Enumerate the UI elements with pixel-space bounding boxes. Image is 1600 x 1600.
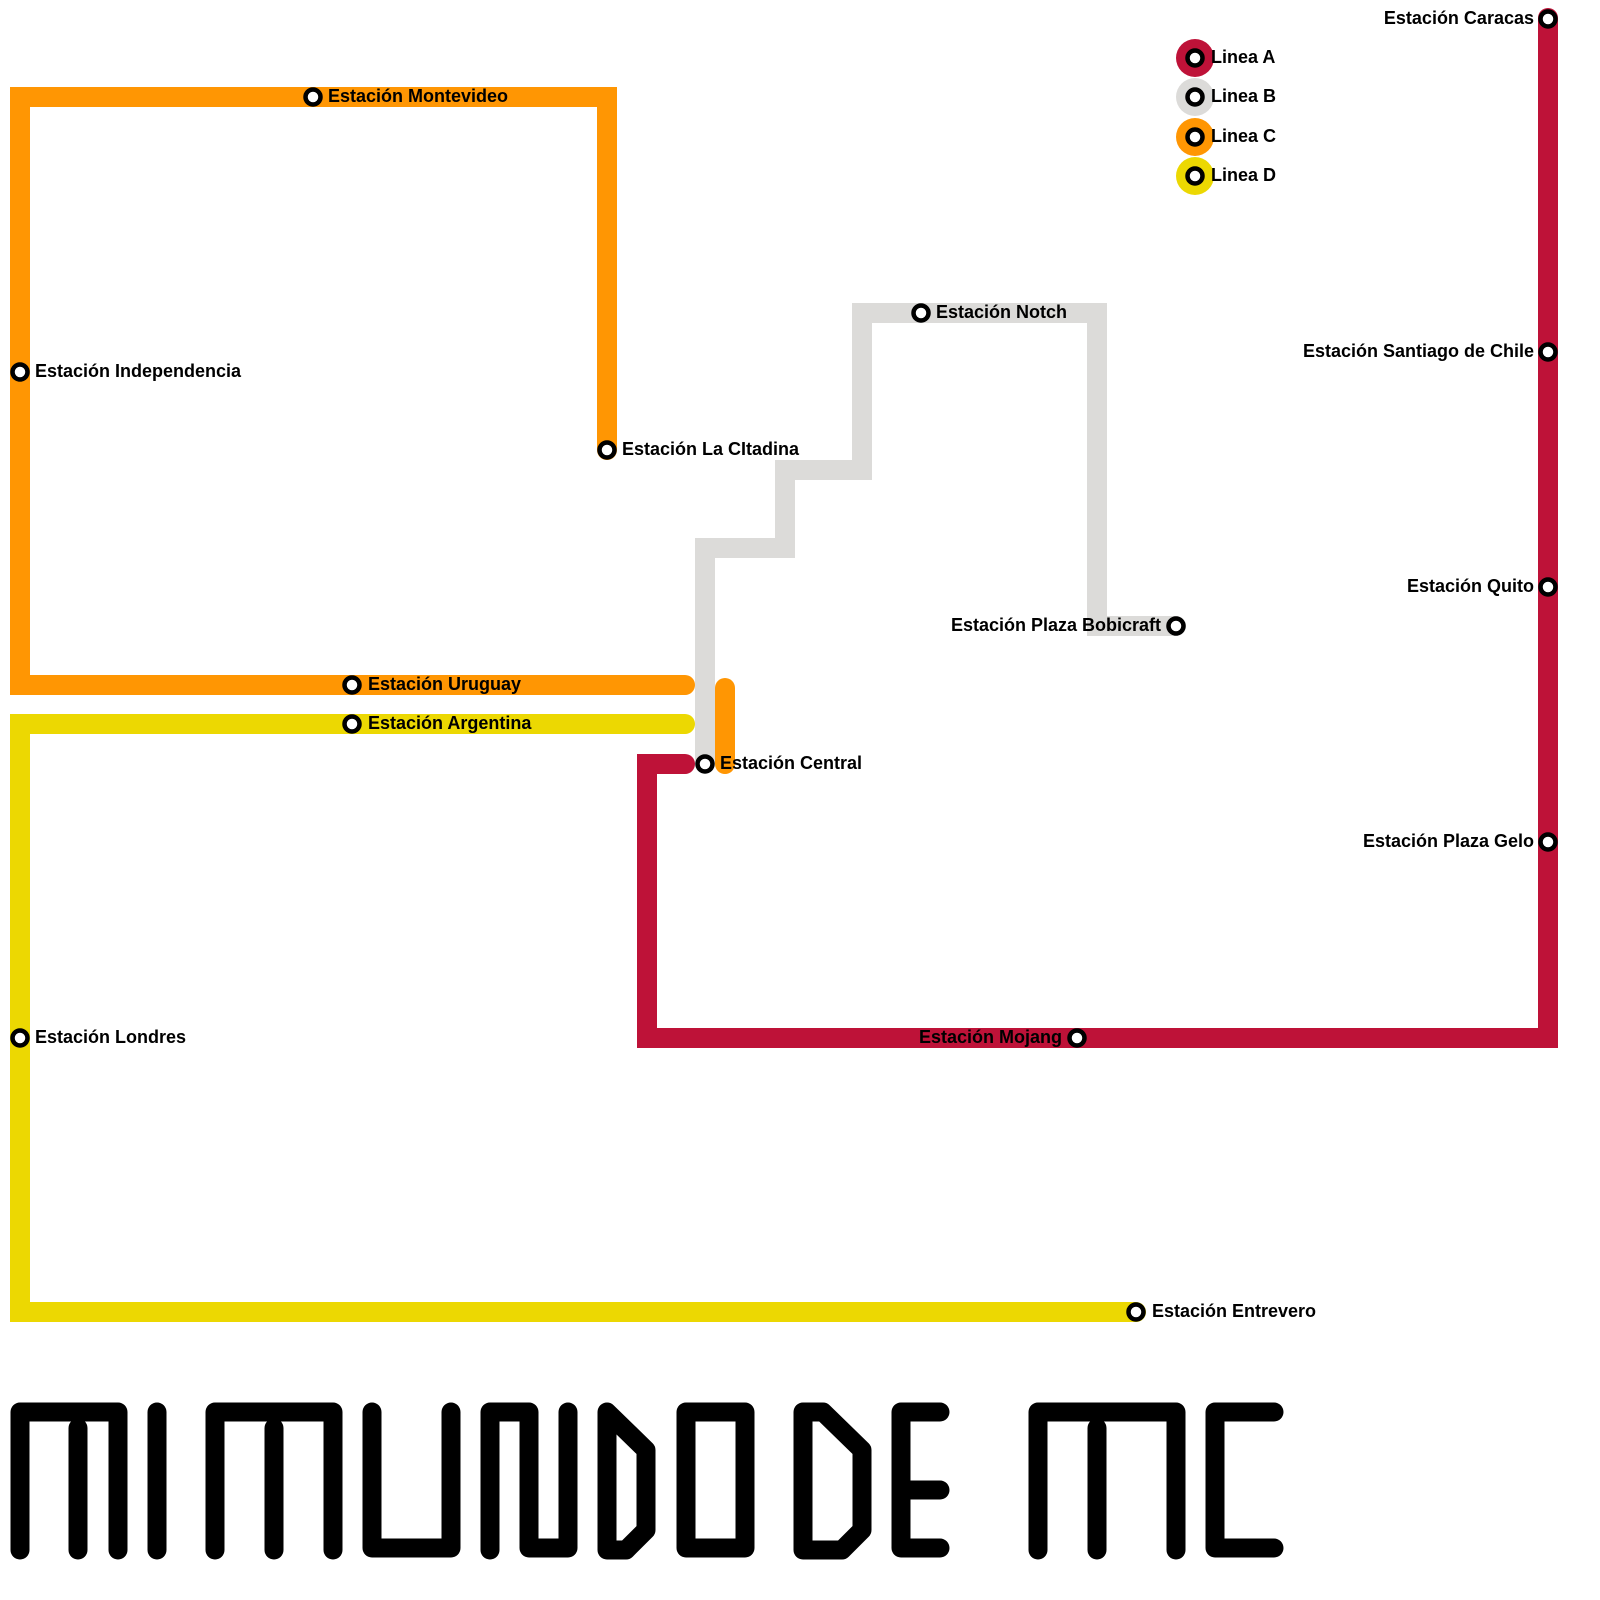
station-argentina[interactable]: Estación Argentina	[342, 713, 533, 734]
station-label: Estación Londres	[35, 1027, 186, 1047]
station-marker[interactable]	[597, 440, 617, 460]
station-notch[interactable]: Estación Notch	[911, 302, 1068, 323]
title-logo	[10, 1402, 1284, 1560]
station-central[interactable]: Estación Central	[695, 753, 863, 774]
station-marker[interactable]	[1538, 9, 1558, 29]
station-marker[interactable]	[342, 675, 362, 695]
station-entrevero[interactable]: Estación Entrevero	[1126, 1301, 1317, 1322]
line-a	[637, 8, 1558, 1048]
legend-label: Linea D	[1211, 165, 1276, 185]
station-la-citadina[interactable]: Estación La CItadina	[597, 439, 801, 460]
legend-item-linea-d: Linea D	[1176, 157, 1276, 195]
station-marker[interactable]	[1126, 1302, 1146, 1322]
station-label: Estación Plaza Gelo	[1363, 831, 1534, 851]
legend-label: Linea C	[1211, 126, 1276, 146]
station-independencia[interactable]: Estación Independencia	[10, 361, 243, 382]
station-marker[interactable]	[1538, 832, 1558, 852]
station-label: Estación Mojang	[919, 1027, 1062, 1047]
legend-item-linea-a: Linea A	[1176, 39, 1275, 77]
station-label: Estación Entrevero	[1152, 1301, 1316, 1321]
station-marker[interactable]	[695, 754, 715, 774]
title-letter-n	[480, 1402, 578, 1560]
title-letter-m	[205, 1402, 343, 1560]
station-marker[interactable]	[303, 87, 323, 107]
station-label: Estación Santiago de Chile	[1303, 341, 1534, 361]
line-c	[10, 87, 695, 695]
title-letter-m	[10, 1402, 128, 1560]
legend-station-marker	[1185, 87, 1205, 107]
title-letter-o	[676, 1402, 755, 1558]
station-londres[interactable]: Estación Londres	[10, 1027, 187, 1048]
station-marker[interactable]	[911, 303, 931, 323]
station-label: Estación Quito	[1407, 576, 1534, 596]
station-label: Estación Notch	[936, 302, 1067, 322]
station-label: Estación Montevideo	[328, 86, 508, 106]
station-label: Estación Caracas	[1384, 8, 1534, 28]
legend-station-marker	[1185, 166, 1205, 186]
title-letter-c	[1205, 1402, 1284, 1558]
station-marker[interactable]	[342, 714, 362, 734]
station-marker[interactable]	[1538, 342, 1558, 362]
station-uruguay[interactable]: Estación Uruguay	[342, 674, 522, 695]
line-d	[10, 714, 1146, 1322]
station-label: Estación Uruguay	[368, 674, 521, 694]
legend-station-marker	[1185, 48, 1205, 68]
legend-item-linea-c: Linea C	[1176, 118, 1276, 156]
title-letter-d	[793, 1402, 872, 1560]
legend-label: Linea A	[1211, 47, 1275, 67]
station-label: Estación Independencia	[35, 361, 242, 381]
station-label: Estación La CItadina	[622, 439, 800, 459]
title-letter-u	[362, 1402, 461, 1558]
legend-station-marker	[1185, 127, 1205, 147]
title-letter-d	[597, 1402, 656, 1560]
station-mojang[interactable]: Estación Mojang	[919, 1027, 1087, 1048]
station-label: Estación Argentina	[368, 713, 532, 733]
station-marker[interactable]	[1166, 616, 1186, 636]
legend-item-linea-b: Linea B	[1176, 78, 1276, 116]
station-label: Estación Plaza Bobicraft	[951, 615, 1161, 635]
station-santiago[interactable]: Estación Santiago de Chile	[1303, 341, 1558, 362]
station-marker[interactable]	[1538, 577, 1558, 597]
title-letter-m	[1028, 1402, 1186, 1560]
legend-label: Linea B	[1211, 86, 1276, 106]
station-quito[interactable]: Estación Quito	[1407, 576, 1558, 597]
legend: Linea A Linea B Linea C Linea D	[1176, 39, 1276, 195]
line-b	[695, 303, 1186, 768]
station-plaza-gelo[interactable]: Estación Plaza Gelo	[1363, 831, 1558, 852]
station-plaza-bobicraft[interactable]: Estación Plaza Bobicraft	[951, 615, 1186, 636]
station-label: Estación Central	[720, 753, 862, 773]
station-marker[interactable]	[10, 362, 30, 382]
station-marker[interactable]	[1067, 1028, 1087, 1048]
title-letter-e	[891, 1402, 950, 1558]
station-caracas[interactable]: Estación Caracas	[1384, 8, 1558, 29]
station-montevideo[interactable]: Estación Montevideo	[303, 86, 509, 107]
station-marker[interactable]	[10, 1028, 30, 1048]
